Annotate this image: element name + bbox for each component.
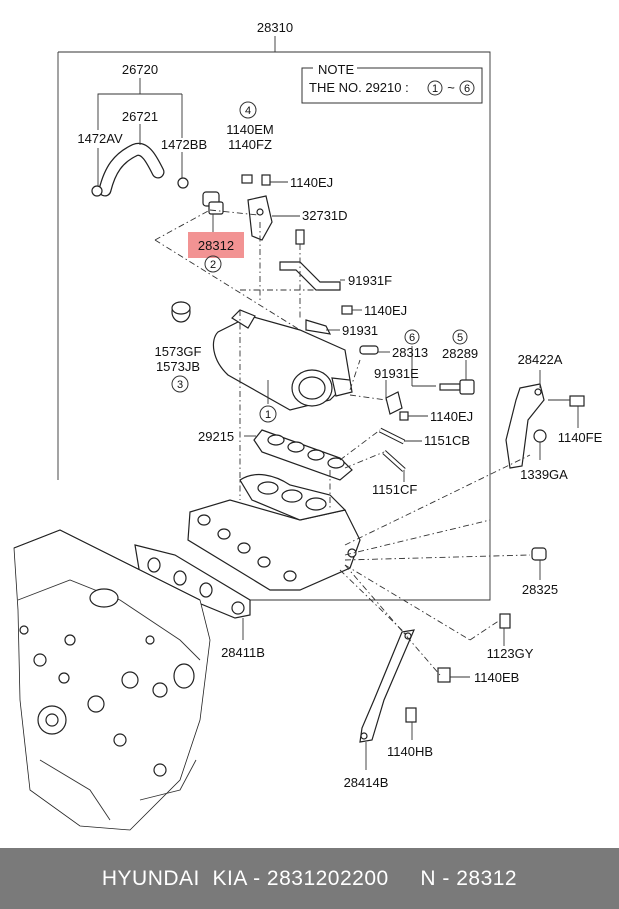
label-1472bb: 1472BB xyxy=(161,137,207,152)
callout-numbers: 1 2 3 4 6 5 xyxy=(177,105,463,421)
label-91931e: 91931E xyxy=(374,366,419,381)
label-28325: 28325 xyxy=(522,582,558,597)
hose-leaders xyxy=(97,78,183,186)
note-body: THE NO. 29210 : xyxy=(309,80,409,95)
label-1151cf: 1151CF xyxy=(372,482,417,497)
label-1140eb: 1140EB xyxy=(474,670,519,685)
callout-6: 6 xyxy=(409,332,415,344)
note-from: 1 xyxy=(432,83,438,95)
highlight-28312 xyxy=(188,232,244,258)
alignment-lines xyxy=(154,209,531,676)
footer-brand-part: HYUNDAI KIA - 2831202200 xyxy=(101,866,389,890)
label-28289: 28289 xyxy=(442,346,478,361)
label-91931: 91931 xyxy=(342,323,378,338)
label-1140ej-c: 1140EJ xyxy=(430,409,473,424)
part-labels: 28310 26720 26721 1472AV 1472BB 1140EM 1… xyxy=(77,20,602,790)
note-text: NOTE THE NO. 29210 : 1 ~ 6 xyxy=(309,62,470,95)
assembly-frame xyxy=(57,36,491,601)
callout-circles xyxy=(171,101,257,393)
label-28422a: 28422A xyxy=(518,352,563,367)
cap-1573gf xyxy=(171,301,191,323)
label-28414b: 28414B xyxy=(344,775,389,790)
surge-tank xyxy=(212,309,353,423)
label-28313: 28313 xyxy=(392,345,428,360)
callout-4: 4 xyxy=(245,105,251,117)
label-1140ej-a: 1140EJ xyxy=(290,175,333,190)
callout-3: 3 xyxy=(177,379,183,391)
lower-manifold xyxy=(187,473,361,591)
note-to: 6 xyxy=(464,83,470,95)
label-28411b: 28411B xyxy=(221,645,265,660)
right-hardware xyxy=(305,305,475,421)
label-1151cb: 1151CB xyxy=(424,433,470,448)
label-1140em: 1140EM xyxy=(226,122,273,137)
label-1140fz: 1140FZ xyxy=(228,137,272,152)
gasket-29215 xyxy=(244,429,353,481)
bracket-91931f xyxy=(279,261,345,291)
footer-bar: HYUNDAI KIA - 2831202200 N - 28312 xyxy=(0,848,619,909)
bracket-28422a xyxy=(505,370,585,469)
label-28310: 28310 xyxy=(257,20,293,35)
studs xyxy=(378,427,422,482)
label-1573jb: 1573JB xyxy=(156,359,200,374)
cap-28325 xyxy=(531,547,547,580)
note-box xyxy=(301,61,483,104)
label-1140ej-b: 1140EJ xyxy=(364,303,407,318)
parts-diagram: 28310 26720 26721 1472AV 1472BB 1140EM 1… xyxy=(13,20,603,831)
label-1140fe: 1140FE xyxy=(558,430,603,445)
bolts-top xyxy=(241,174,305,245)
label-32731d: 32731D xyxy=(302,208,348,223)
label-1339ga: 1339GA xyxy=(520,467,568,482)
pcv-hose xyxy=(91,142,189,197)
gasket-28411b xyxy=(134,544,251,640)
callout-1: 1 xyxy=(265,409,271,421)
label-1123gy: 1123GY xyxy=(487,646,534,661)
callout-5: 5 xyxy=(457,332,463,344)
label-1140hb: 1140HB xyxy=(387,744,433,759)
callout-2: 2 xyxy=(210,259,216,271)
label-91931f: 91931F xyxy=(348,273,392,288)
note-title: NOTE xyxy=(318,62,354,77)
label-1573gf: 1573GF xyxy=(155,344,202,359)
label-29215: 29215 xyxy=(198,429,234,444)
footer-diagram-number: N - 28312 xyxy=(420,866,518,890)
label-26721: 26721 xyxy=(122,109,158,124)
engine-block xyxy=(13,529,211,831)
pcv-valve xyxy=(202,191,224,232)
label-28312: 28312 xyxy=(198,238,234,253)
note-tilde: ~ xyxy=(447,80,455,95)
bracket-32731d xyxy=(247,195,300,241)
label-26720: 26720 xyxy=(122,62,158,77)
footer-gap xyxy=(389,867,421,891)
stay-28414b xyxy=(359,613,511,770)
label-1472av: 1472AV xyxy=(77,131,123,146)
